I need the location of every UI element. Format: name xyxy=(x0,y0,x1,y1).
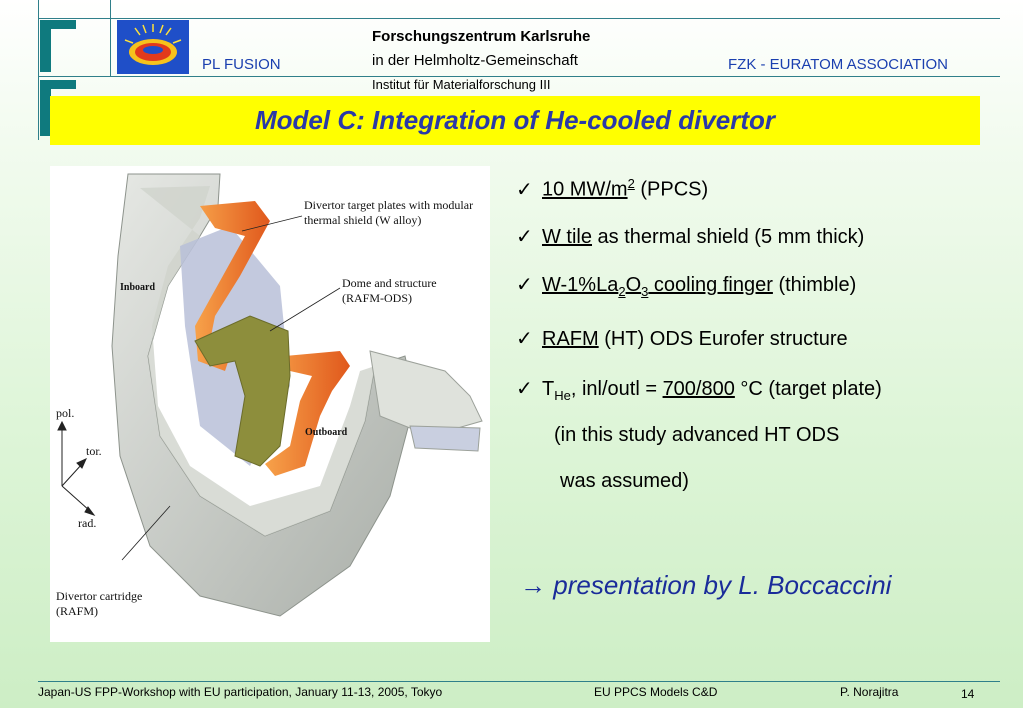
label-cartridge: Divertor cartridge (RAFM) xyxy=(56,589,143,618)
arrow-right-icon: → xyxy=(520,570,546,600)
presentation-note: → presentation by L. Boccaccini xyxy=(520,570,891,601)
bullet-continuation-2: was assumed) xyxy=(560,470,689,492)
bullet-temperature: ✓THe, inl/outl = 700/800 °C (target plat… xyxy=(516,378,882,403)
fusion-logo xyxy=(117,20,189,74)
check-icon: ✓ xyxy=(516,274,533,296)
label-rad: rad. xyxy=(78,516,97,530)
bullet-continuation-1: (in this study advanced HT ODS xyxy=(554,424,840,446)
slide-title: Model C: Integration of He-cooled divert… xyxy=(254,105,775,135)
institute-name: Institut für Materialforschung III xyxy=(372,77,551,92)
check-icon: ✓ xyxy=(516,178,533,201)
label-inboard: Inboard xyxy=(120,282,156,293)
header-right-vline xyxy=(110,0,111,76)
fusion-logo-icon xyxy=(117,20,189,74)
corner-bracket-bottom-h xyxy=(40,80,76,89)
footer-page-number: 14 xyxy=(961,687,975,701)
label-dome-structure: Dome and structure (RAFM-ODS) xyxy=(342,276,437,305)
label-tor: tor. xyxy=(86,444,102,458)
corner-bracket-bottom xyxy=(40,80,51,136)
check-icon: ✓ xyxy=(516,378,533,400)
check-icon: ✓ xyxy=(516,226,533,248)
bullet-rafm: ✓RAFM (HT) ODS Eurofer structure xyxy=(516,328,848,350)
divertor-figure: Divertor target plates with modular ther… xyxy=(50,166,490,642)
presentation-text: presentation by L. Boccaccini xyxy=(553,570,892,600)
footer-models: EU PPCS Models C&D xyxy=(594,685,718,699)
header-top-line xyxy=(38,18,1000,19)
header-mid-line xyxy=(38,76,1000,77)
check-icon: ✓ xyxy=(516,328,533,350)
pl-fusion-label: PL FUSION xyxy=(202,56,281,73)
org-name: Forschungszentrum Karlsruhe xyxy=(372,28,591,45)
title-band: Model C: Integration of He-cooled divert… xyxy=(50,96,980,145)
org-subtitle: in der Helmholtz-Gemeinschaft xyxy=(372,52,578,69)
bullet-heat-flux: ✓10 MW/m2 (PPCS) xyxy=(516,176,709,201)
corner-bracket-top xyxy=(40,20,51,72)
bullet-w-tile: ✓W tile as thermal shield (5 mm thick) xyxy=(516,226,865,248)
fzk-euratom-label: FZK - EURATOM ASSOCIATION xyxy=(728,56,949,73)
footer-workshop: Japan-US FPP-Workshop with EU participat… xyxy=(38,685,443,699)
corner-bracket-top-h xyxy=(40,20,76,29)
label-pol: pol. xyxy=(56,406,75,420)
label-target-plates: Divertor target plates with modular ther… xyxy=(304,198,474,227)
footer-line xyxy=(38,681,1000,682)
header-left-vline xyxy=(38,0,39,140)
label-outboard: Outboard xyxy=(305,427,348,438)
footer-author: P. Norajitra xyxy=(840,685,899,699)
bullet-cooling-finger: ✓W-1%La2O3 cooling finger (thimble) xyxy=(516,274,857,299)
divertor-cad-image xyxy=(57,173,483,617)
